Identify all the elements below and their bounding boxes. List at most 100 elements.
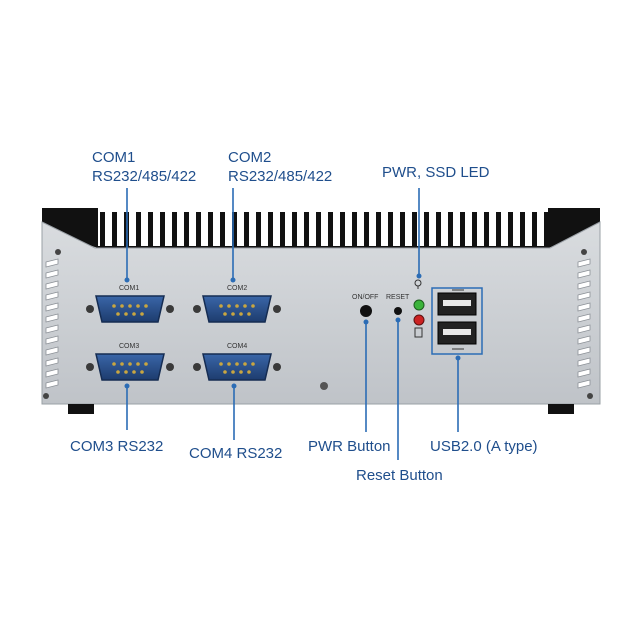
com4-label: COM4 RS232: [189, 445, 283, 462]
heatsink-fin: [496, 212, 501, 252]
connector-pin: [219, 362, 223, 366]
connector-pin: [120, 304, 124, 308]
screw-hole: [43, 393, 49, 399]
heatsink-fin: [280, 212, 285, 252]
bulb-icon: [414, 279, 422, 289]
heatsink-fin: [376, 212, 381, 252]
connector-pin: [227, 362, 231, 366]
vent-slot: [45, 313, 59, 323]
vent-slot: [577, 368, 591, 378]
com2-connector: COM2: [193, 285, 281, 323]
heatsink-fin: [172, 212, 177, 252]
vent-slot: [45, 368, 59, 378]
heatsink-fin: [484, 212, 489, 252]
heatsink-fin: [472, 212, 477, 252]
heatsink-fin: [532, 212, 537, 252]
vent-slot: [577, 269, 591, 279]
front-panel: [41, 221, 601, 405]
heatsink-fin: [340, 212, 345, 252]
connector-pin: [235, 304, 239, 308]
heatsink-fin: [400, 212, 405, 252]
connector-pin: [223, 312, 227, 316]
vent-slot: [577, 302, 591, 312]
heatsink-fin: [256, 212, 261, 252]
vent-slot: [45, 324, 59, 334]
com2-label: COM2 RS232/485/422: [228, 149, 333, 185]
heatsink-fin: [328, 212, 333, 252]
connector-pin: [219, 304, 223, 308]
ground-screw: [320, 382, 328, 390]
vent-slot: [577, 313, 591, 323]
pwr-button-label: PWR Button: [308, 438, 391, 455]
heatsink-fin: [520, 212, 525, 252]
heatsink-fin: [208, 212, 213, 252]
svg-text:COM3: COM3: [119, 343, 139, 350]
vent-slot: [45, 258, 59, 268]
connector-pin: [227, 304, 231, 308]
heatsink-fin: [268, 212, 273, 252]
connector-pin: [235, 362, 239, 366]
power-button[interactable]: [360, 305, 372, 317]
vent-slot: [45, 269, 59, 279]
svg-text:COM1: COM1: [119, 285, 139, 292]
heatsink-fin: [100, 212, 105, 252]
vent-slots: [45, 258, 591, 389]
vent-slot: [45, 379, 59, 389]
heatsink-fin: [184, 212, 189, 252]
vent-slot: [45, 280, 59, 290]
heatsink: [42, 208, 600, 252]
connector-pin: [120, 362, 124, 366]
com1-label: COM1 RS232/485/422: [92, 149, 197, 185]
vent-slot: [577, 346, 591, 356]
rubber-foot: [548, 404, 574, 414]
connector-pin: [251, 304, 255, 308]
connector-pin: [140, 370, 144, 374]
heatsink-fin: [232, 212, 237, 252]
heatsink-fin: [316, 212, 321, 252]
connector-pin: [136, 362, 140, 366]
connector-pin: [144, 362, 148, 366]
vent-slot: [577, 258, 591, 268]
heatsink-fin: [412, 212, 417, 252]
pwr-ssd-led-label: PWR, SSD LED: [382, 164, 490, 181]
heatsink-fin: [364, 212, 369, 252]
usb-icon: [452, 289, 464, 350]
heatsink-fin: [112, 212, 117, 252]
connector-pin: [140, 312, 144, 316]
reset-button-label: Reset Button: [356, 467, 443, 484]
connector-pin: [231, 312, 235, 316]
screw-hole: [587, 393, 593, 399]
connector-pin: [239, 312, 243, 316]
usb-port-top[interactable]: [437, 292, 477, 316]
connector-pin: [239, 370, 243, 374]
connector-pin: [128, 304, 132, 308]
svg-text:COM4: COM4: [227, 343, 247, 350]
screw-hole: [581, 249, 587, 255]
heatsink-fin: [148, 212, 153, 252]
heatsink-fin: [304, 212, 309, 252]
heatsink-fin: [436, 212, 441, 252]
connector-pin: [223, 370, 227, 374]
connector-pin: [243, 304, 247, 308]
heatsink-fin: [292, 212, 297, 252]
connector-pin: [132, 370, 136, 374]
heatsink-fin: [352, 212, 357, 252]
vent-slot: [577, 335, 591, 345]
heatsink-fin: [460, 212, 465, 252]
vent-slot: [45, 346, 59, 356]
usb-port-bottom[interactable]: [437, 321, 477, 345]
vent-slot: [45, 357, 59, 367]
svg-text:COM2: COM2: [227, 285, 247, 292]
vent-slot: [577, 280, 591, 290]
connector-pin: [231, 370, 235, 374]
reset-button[interactable]: [394, 307, 402, 315]
connector-pin: [251, 362, 255, 366]
heatsink-fin: [448, 212, 453, 252]
connector-pin: [116, 312, 120, 316]
connector-pin: [112, 362, 116, 366]
com1-connector: COM1: [86, 285, 174, 323]
heatsink-fin: [544, 212, 549, 252]
power-led: [413, 299, 425, 311]
rubber-foot: [68, 404, 94, 414]
